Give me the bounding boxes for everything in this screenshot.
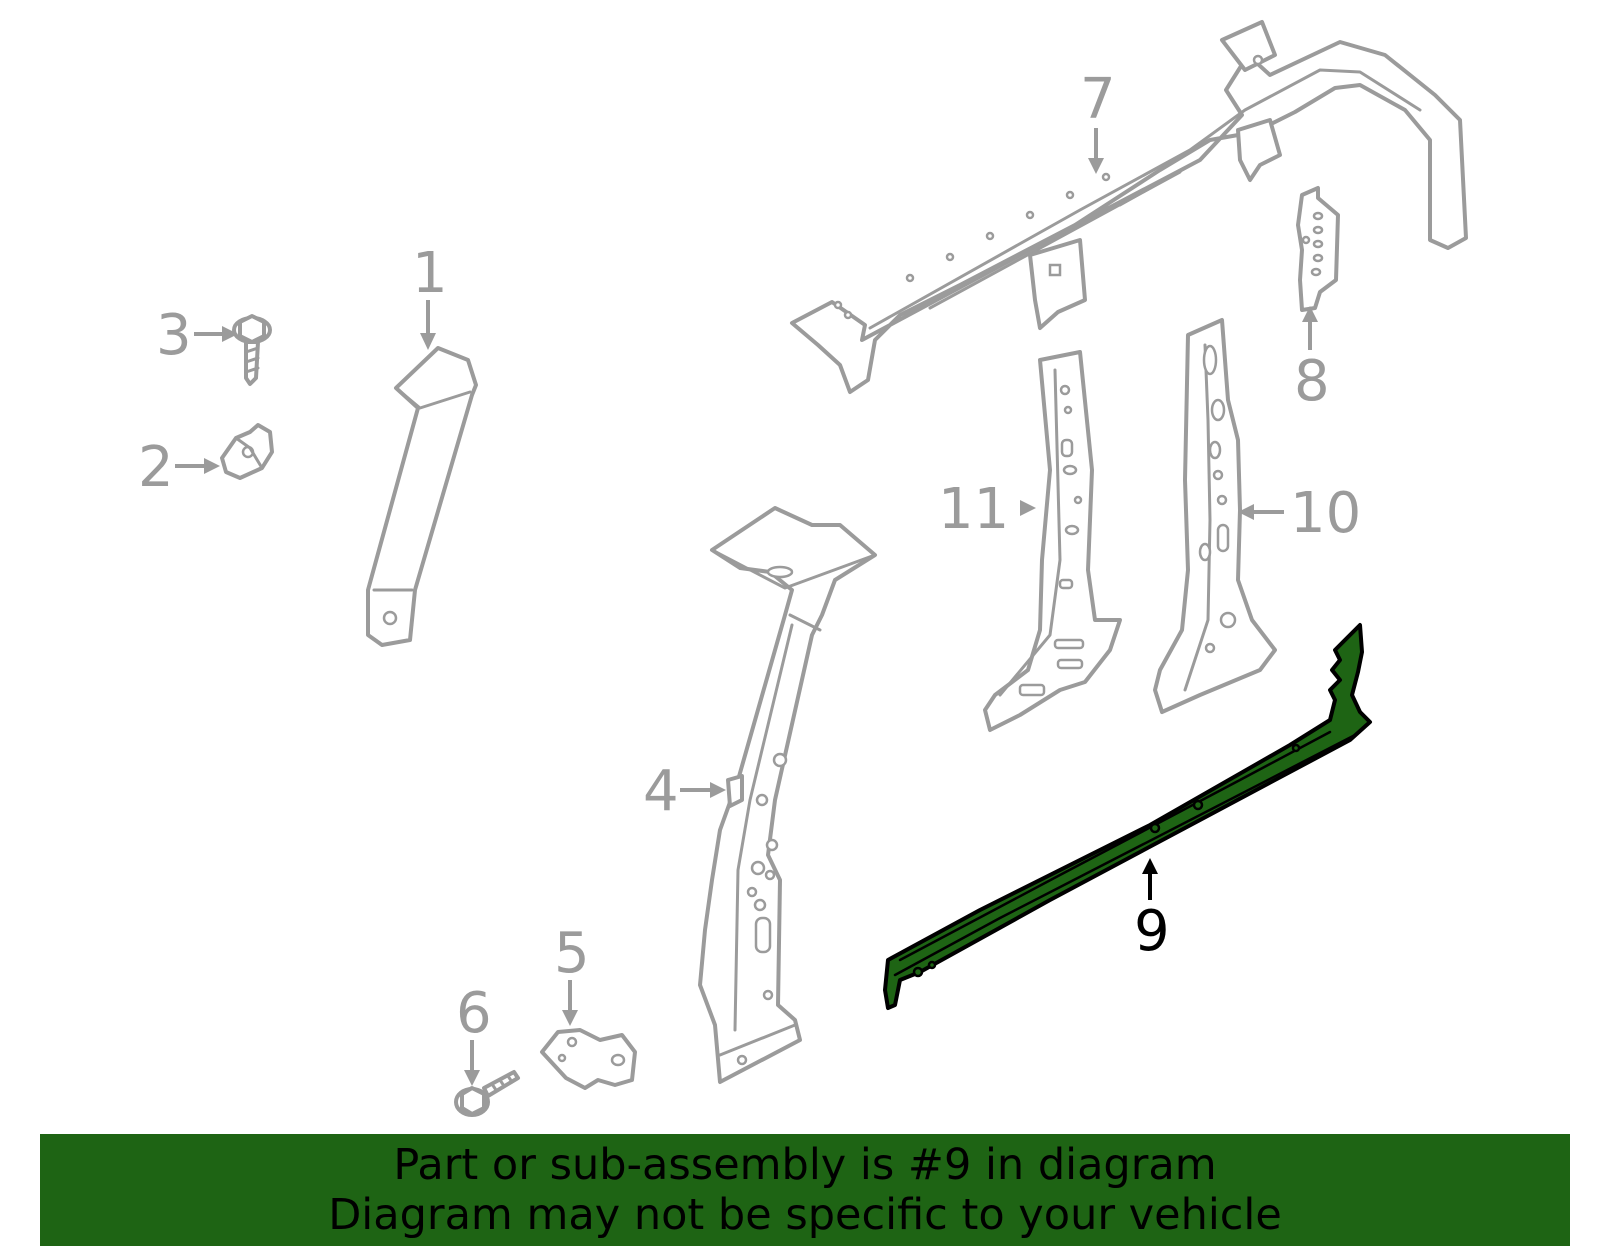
callout-1: 1: [412, 241, 448, 306]
part-6-bolt[interactable]: [454, 1070, 520, 1117]
callout-4: 4: [643, 759, 679, 824]
part-1-pillar-trim[interactable]: [366, 346, 478, 647]
info-banner: Part or sub-assembly is #9 in diagram Di…: [40, 1134, 1570, 1246]
callout-10: 10: [1290, 481, 1361, 546]
callout-7: 7: [1080, 67, 1116, 132]
part-10-b-pillar-inner[interactable]: [1153, 318, 1277, 714]
callout-6: 6: [456, 981, 492, 1046]
part-8-bracket[interactable]: [1296, 186, 1340, 312]
banner-line-1: Part or sub-assembly is #9 in diagram: [393, 1140, 1217, 1190]
callout-9: 9: [1134, 899, 1170, 964]
part-3-screw[interactable]: [232, 314, 272, 386]
banner-background: [40, 1134, 1570, 1246]
callout-3: 3: [156, 303, 192, 368]
part-4-pillar-inner[interactable]: [698, 506, 877, 1084]
callout-2: 2: [138, 435, 174, 500]
callout-8: 8: [1294, 349, 1330, 414]
part-11-b-pillar[interactable]: [983, 350, 1122, 732]
part-9-rocker-panel[interactable]: [883, 623, 1372, 1010]
part-7-roof-rail[interactable]: [790, 20, 1468, 394]
leader-lines: [175, 128, 1318, 1086]
callout-11: 11: [938, 477, 1009, 542]
part-2-clip[interactable]: [220, 423, 274, 480]
part-5-bracket[interactable]: [540, 1028, 637, 1090]
callout-5: 5: [554, 921, 590, 986]
banner-line-2: Diagram may not be specific to your vehi…: [328, 1190, 1282, 1240]
